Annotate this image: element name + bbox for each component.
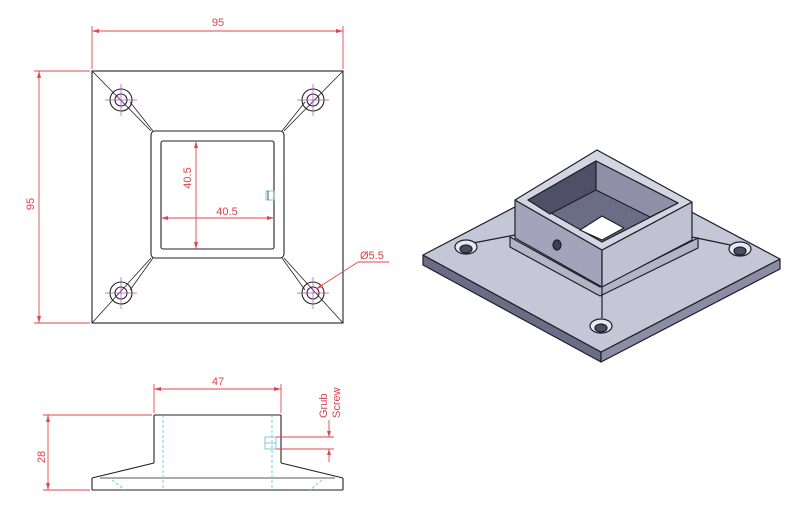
socket-through-hole: [579, 215, 625, 241]
top-view: 95 95 40.5 40.5: [25, 17, 389, 324]
hole-top-right: [297, 84, 329, 116]
hole-top-left: [105, 84, 137, 116]
gusset-right: [691, 236, 736, 247]
dim-width-top-label: 95: [212, 17, 224, 29]
side-view: 47 28 Grub Screw: [36, 376, 344, 491]
dim-height-left: 95: [25, 70, 90, 324]
gusset-lines: [91, 70, 344, 324]
dim-inner-horizontal: 40.5: [161, 206, 274, 220]
socket-fillet: [509, 236, 699, 297]
dim-width-top: 95: [91, 17, 344, 69]
grub-screw-note-line2: Screw: [331, 387, 343, 418]
mounting-holes: [105, 84, 329, 309]
iso-hole-right: [728, 241, 752, 257]
dim-width-side: 47: [153, 376, 282, 413]
dim-width-side-label: 47: [212, 376, 224, 388]
dim-height-left-label: 95: [25, 198, 37, 210]
dim-inner-vertical-label: 40.5: [182, 167, 194, 188]
grub-screw-note: Grub Screw: [276, 387, 343, 462]
gusset-left: [467, 234, 516, 245]
dim-inner-vertical: 40.5: [182, 141, 198, 249]
dim-hole-diameter: Ø5.5: [315, 250, 389, 290]
dim-height-side: 28: [36, 414, 152, 491]
hole-bottom-left: [105, 277, 137, 309]
iso-hole-left: [454, 239, 478, 255]
socket-outer: [150, 130, 285, 259]
hole-bottom-right: [297, 277, 329, 309]
iso-grub-screw-hole: [552, 239, 562, 251]
socket-inner: [160, 140, 275, 250]
socket-inner-wall-back-right: [595, 160, 679, 218]
grub-screw-note-line1: Grub: [318, 394, 330, 418]
dim-hole-diameter-label: Ø5.5: [360, 250, 384, 262]
plate-outline: [91, 70, 344, 324]
iso-hole-front: [589, 318, 613, 334]
grub-screw-top-marker: [265, 190, 275, 201]
isometric-view: [422, 149, 781, 363]
dim-height-side-label: 28: [36, 451, 48, 463]
dim-inner-horizontal-label: 40.5: [216, 206, 237, 218]
